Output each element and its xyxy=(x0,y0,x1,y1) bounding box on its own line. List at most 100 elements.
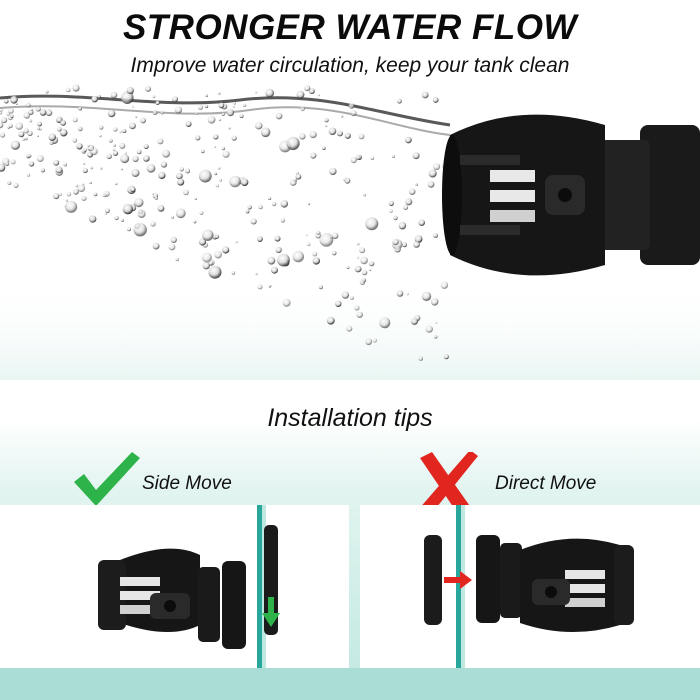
bubble xyxy=(72,84,80,92)
bubble xyxy=(331,232,339,240)
bubble xyxy=(268,284,272,288)
bubble xyxy=(72,138,78,143)
bubble xyxy=(157,205,165,212)
bubble xyxy=(213,134,219,140)
bubble xyxy=(119,130,122,134)
bubble xyxy=(389,209,393,213)
bubble xyxy=(152,110,158,116)
bubble xyxy=(145,85,152,92)
bubble xyxy=(199,211,204,215)
bubble xyxy=(65,200,78,213)
bubble xyxy=(179,167,184,172)
bubble xyxy=(250,218,257,225)
bubble xyxy=(260,127,271,138)
bubble xyxy=(63,162,67,167)
bubble xyxy=(1,117,8,124)
bubble xyxy=(99,134,102,138)
bubble xyxy=(275,246,282,254)
bubble xyxy=(255,122,263,130)
bubble xyxy=(292,250,304,263)
bubble xyxy=(152,192,155,195)
bubble xyxy=(335,300,342,307)
bubble xyxy=(29,119,33,123)
bubble xyxy=(282,298,291,307)
bubble xyxy=(434,335,438,339)
bubble xyxy=(4,161,10,167)
bubble xyxy=(83,148,87,152)
bubble xyxy=(425,325,433,333)
bubble xyxy=(0,132,6,138)
bubble xyxy=(201,252,212,263)
bubble xyxy=(275,112,283,120)
bubble xyxy=(286,136,300,150)
bubble xyxy=(239,114,244,119)
bubble xyxy=(26,173,31,177)
bubble xyxy=(194,197,197,201)
bubble xyxy=(356,311,363,318)
bubble xyxy=(24,137,28,141)
bubble xyxy=(392,155,395,158)
bubble xyxy=(341,291,350,299)
bubble xyxy=(157,138,164,145)
bubble xyxy=(146,163,156,173)
bubble xyxy=(232,105,235,108)
bubble xyxy=(59,128,68,137)
bubble xyxy=(405,198,413,206)
bubble xyxy=(257,236,263,243)
bubble xyxy=(215,184,219,188)
bubble xyxy=(10,159,16,165)
bubble xyxy=(132,105,134,108)
bubble xyxy=(197,104,204,110)
bubble xyxy=(433,163,441,171)
bubble xyxy=(198,238,207,246)
bubble xyxy=(176,172,183,180)
bubble xyxy=(219,178,222,182)
bubble xyxy=(126,86,134,95)
bubble xyxy=(110,91,118,99)
bubble xyxy=(414,235,423,244)
bubble-cloud xyxy=(0,84,451,361)
bubble xyxy=(122,204,134,215)
bubble xyxy=(328,127,337,136)
bubble xyxy=(218,102,225,109)
bubble xyxy=(350,296,354,300)
bubble xyxy=(127,227,132,232)
bubble xyxy=(89,181,92,185)
bubble xyxy=(114,182,118,186)
bubble xyxy=(160,161,168,168)
bubble xyxy=(228,127,231,130)
bubble xyxy=(214,145,217,148)
bubble xyxy=(39,109,47,116)
bubble xyxy=(405,136,412,144)
bubble xyxy=(358,133,365,140)
bubble xyxy=(214,250,223,259)
bubble xyxy=(350,157,357,164)
bubble xyxy=(171,215,175,219)
bubble xyxy=(415,183,419,186)
bubble xyxy=(222,246,230,254)
bubble xyxy=(143,155,150,162)
bubble xyxy=(137,210,146,218)
bubble xyxy=(394,246,401,253)
bubble xyxy=(379,317,391,329)
bubble xyxy=(0,108,3,112)
bubble xyxy=(205,94,208,97)
bubble xyxy=(4,98,9,104)
bubble xyxy=(28,161,35,167)
bubble xyxy=(240,178,249,187)
bubble xyxy=(27,130,33,137)
bubble xyxy=(8,108,14,114)
bubble xyxy=(7,125,11,129)
bubble xyxy=(214,234,220,239)
bubble xyxy=(370,156,375,160)
bubble xyxy=(53,159,60,166)
bubble xyxy=(66,191,72,197)
bubble xyxy=(105,208,110,214)
bubble xyxy=(296,90,305,99)
bubble xyxy=(136,149,142,155)
bubble xyxy=(295,173,302,180)
bubble xyxy=(129,122,136,130)
bubble xyxy=(233,101,236,105)
bubble xyxy=(75,184,79,188)
bubble xyxy=(421,291,432,301)
